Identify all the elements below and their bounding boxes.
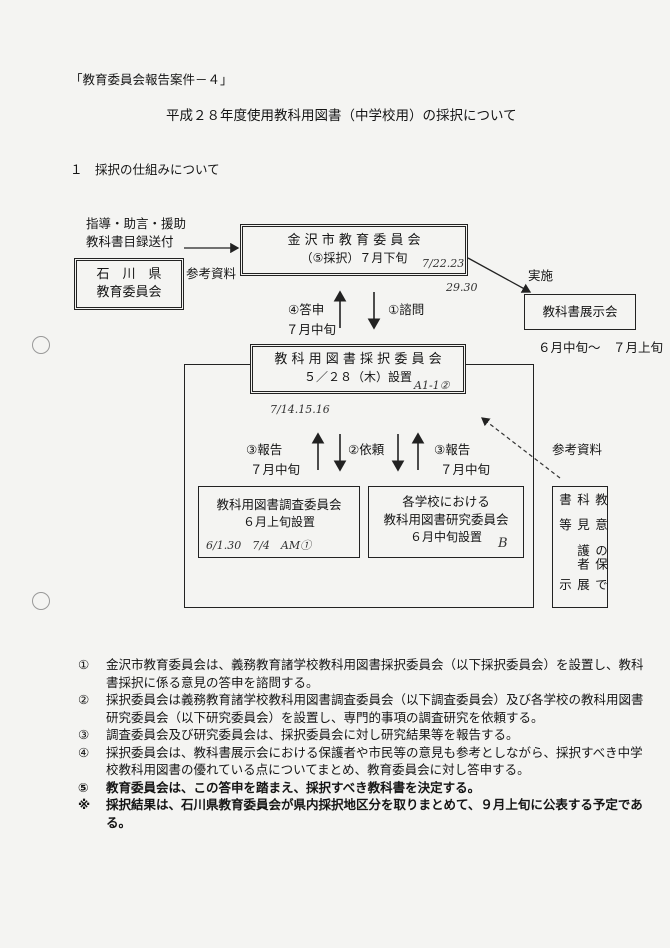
note-text: 金沢市教育委員会は、義務教育諸学校教科用図書採択委員会（以下採択委員会）を設置し… [106,657,644,690]
note-marker: ※ [78,797,91,812]
selection-handwritten-dates: 7/14.15.16 [270,403,330,416]
section-heading: １ 採択の仕組みについて [70,162,220,177]
research-line-2: 教科用図書研究委員会 [383,512,509,527]
kanazawa-board-box: 金 沢 市 教 育 委 員 会 （⑤採択）７月下旬 [240,224,468,276]
note-item: ① 金沢市教育委員会は、義務教育諸学校教科用図書採択委員会（以下採択委員会）を設置… [78,656,650,691]
report-left-label: ③報告 [246,442,283,457]
vertical-col-1: 教科書 [557,493,608,507]
note-marker: ④ [78,744,90,760]
inquiry-label: ①諮問 [388,302,425,317]
survey-sub: ６月上旬設置 [242,515,315,529]
report-left-date: ７月中旬 [250,462,301,477]
note-item: ⑤ 教育委員会は、この答申を踏まえ、採択すべき教科書を決定する。 [78,779,650,797]
punch-hole [32,336,50,354]
guidance-label: 指導・助言・援助 [86,216,187,231]
note-item: ※ 採択結果は、石川県教育委員会が県内採択地区分を取りまとめて、９月上旬に公表する… [78,796,650,831]
parent-opinion-text: 教科書 意見等 の保護者 で展示 [555,493,609,603]
answer-label: ④答申 [288,302,325,317]
note-text: 採択委員会は、教科書展示会における保護者や市民等の意見も参考としながら、採択すべ… [106,744,643,778]
textbook-list-label: 教科書目録送付 [86,234,174,249]
research-committee-box: 各学校における 教科用図書研究委員会 ６月中旬設置 [368,486,524,558]
note-text: 教育委員会は、この答申を踏まえ、採択すべき教科書を決定する。 [106,779,481,795]
reference-left-label: 参考資料 [186,266,237,281]
report-right-label: ③報告 [434,442,471,457]
survey-title: 教科用図書調査委員会 [216,497,342,512]
note-marker: ② [78,692,90,707]
board-title: 金 沢 市 教 育 委 員 会 [287,233,421,248]
ishikawa-board-box: 石 川 県 教育委員会 [74,258,184,310]
selection-handwritten-code: A1-1② [414,379,450,392]
arrow-reference-dashed [481,417,561,479]
vertical-col-4: で展示 [557,577,608,592]
ishikawa-label-1: 石 川 県 [96,267,162,282]
vertical-col-3: の保護者 [575,543,608,571]
note-marker: ③ [78,727,90,742]
note-marker: ⑤ [78,779,89,795]
reference-right-label: 参考資料 [552,442,603,457]
selection-committee-box: 教 科 用 図 書 採 択 委 員 会 ５／２８（木）設置 [250,344,466,394]
arrow-board-to-exhibition [467,257,532,293]
note-item: ④ 採択委員会は、教科書展示会における保護者や市民等の意見も参考としながら、採択す… [78,744,650,779]
exhibition-period: ６月中旬～ ７月上旬 [538,340,664,355]
note-item: ③ 調査委員会及び研究委員会は、採択委員会に対し研究結果等を報告する。 [78,726,650,744]
vertical-col-2: 意見等 [557,518,608,532]
report-right-date: ７月中旬 [440,462,491,477]
notes-list: ① 金沢市教育委員会は、義務教育諸学校教科用図書採択委員会（以下採択委員会）を設置… [78,656,650,831]
ishikawa-label-2: 教育委員会 [96,285,162,300]
request-label: ②依頼 [348,442,385,457]
survey-committee-box: 教科用図書調査委員会 ６月上旬設置 [198,486,360,558]
research-sub: ６月中旬設置 [409,530,482,544]
research-line-1: 各学校における [402,494,490,509]
note-text: 採択結果は、石川県教育委員会が県内採択地区分を取りまとめて、９月上旬に公表する予… [106,797,643,830]
note-item: ② 採択委員会は義務教育諸学校教科用図書調査委員会（以下調査委員会）及び各学校の教… [78,691,650,726]
board-handwritten-date: 7/22.23 [422,257,465,270]
note-text: 採択委員会は義務教育諸学校教科用図書調査委員会（以下調査委員会）及び各学校の教科… [106,692,644,725]
selection-sub: ５／２８（木）設置 [303,370,412,384]
note-marker: ① [78,657,90,672]
board-sub: （⑤採択）７月下旬 [300,251,408,265]
implement-label: 実施 [528,268,554,283]
parent-opinion-box: 教科書 意見等 の保護者 で展示 [552,486,608,608]
survey-handwritten-dates: 6/1.30 7/4 AM① [206,539,312,552]
selection-title: 教 科 用 図 書 採 択 委 員 会 [274,352,442,367]
exhibition-label: 教科書展示会 [542,304,618,319]
punch-hole [32,592,50,610]
exhibition-box: 教科書展示会 [524,294,636,330]
case-label: 「教育委員会報告案件－４」 [70,72,233,87]
note-text: 調査委員会及び研究委員会は、採択委員会に対し研究結果等を報告する。 [106,727,519,742]
research-handwritten-code: B [498,536,508,551]
answer-date: ７月中旬 [286,322,337,337]
page-title: 平成２８年度使用教科用図書（中学校用）の採択について [166,108,517,124]
board-handwritten-date-2: 29.30 [446,281,478,294]
